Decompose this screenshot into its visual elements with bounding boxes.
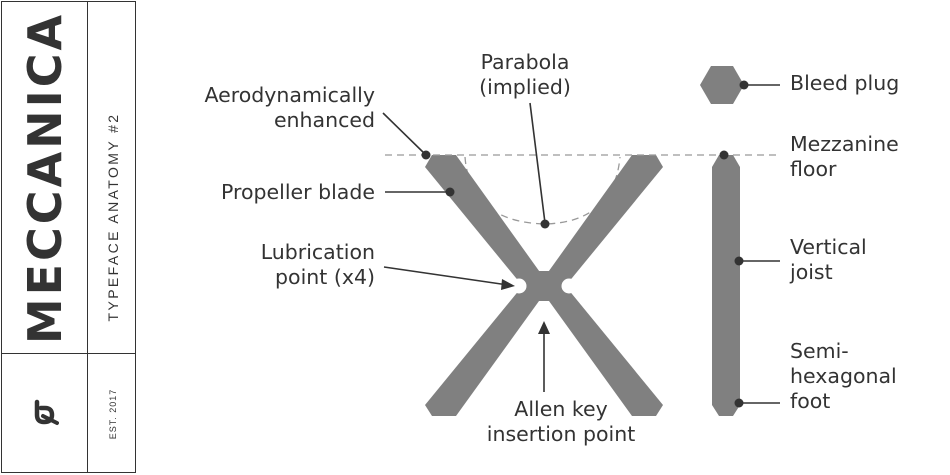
dot-vertical-joist — [734, 256, 744, 266]
label-vertical-joist: Vertical joist — [790, 235, 867, 284]
lubrication-notch-left — [511, 278, 527, 294]
dot-propeller-blade — [445, 187, 455, 197]
lubrication-notch-bottom — [536, 302, 552, 318]
leader-lubrication-point — [383, 266, 509, 286]
dot-bleed-plug — [739, 80, 749, 90]
arrow-lubrication-point — [501, 279, 515, 290]
label-bleed-plug: Bleed plug — [790, 71, 900, 95]
lubrication-notch-top — [536, 254, 552, 270]
dot-semi-hexagonal-foot — [734, 398, 744, 408]
leader-parabola — [529, 102, 546, 224]
x-center-joint — [527, 271, 561, 301]
x-upper-right-arm — [536, 155, 663, 289]
label-semi-hexagonal-foot: Semi- hexagonal foot — [790, 339, 897, 413]
lubrication-points — [511, 254, 577, 318]
label-lubrication-point: Lubrication point (x4) — [260, 240, 375, 289]
sidebar-divider-horizontal — [2, 353, 135, 354]
letter-x-glyph — [425, 155, 663, 416]
label-mezzanine-floor: Mezzanine floor — [790, 132, 899, 181]
x-lower-left-arm — [425, 283, 552, 416]
leader-aerodynamically-enhanced — [382, 112, 427, 156]
lubrication-notch-right — [561, 278, 577, 294]
hexagon-icon — [700, 66, 744, 104]
x-lower-right-arm — [536, 283, 663, 416]
sidebar-divider-vertical — [87, 2, 88, 472]
arrow-allen-key — [538, 321, 550, 334]
dot-mezzanine-floor — [719, 150, 729, 160]
label-allen-key-insertion-point: Allen key insertion point — [486, 397, 636, 446]
leader-lines — [382, 84, 780, 404]
label-propeller-blade: Propeller blade — [221, 180, 375, 204]
meccanica-monogram-icon — [34, 399, 59, 425]
leader-dots — [421, 80, 749, 408]
dot-aerodynamically-enhanced — [421, 150, 431, 160]
letter-i-joist — [712, 155, 740, 416]
label-parabola-implied: Parabola (implied) — [479, 50, 571, 99]
x-upper-left-arm — [425, 155, 552, 289]
dot-parabola — [540, 219, 550, 229]
leader-arrowheads — [501, 279, 550, 334]
label-aerodynamically-enhanced: Aerodynamically enhanced — [204, 83, 375, 132]
sidebar-panel: MECCANICA TYPEFACE ANATOMY #2 EST. 2017 — [1, 1, 136, 473]
